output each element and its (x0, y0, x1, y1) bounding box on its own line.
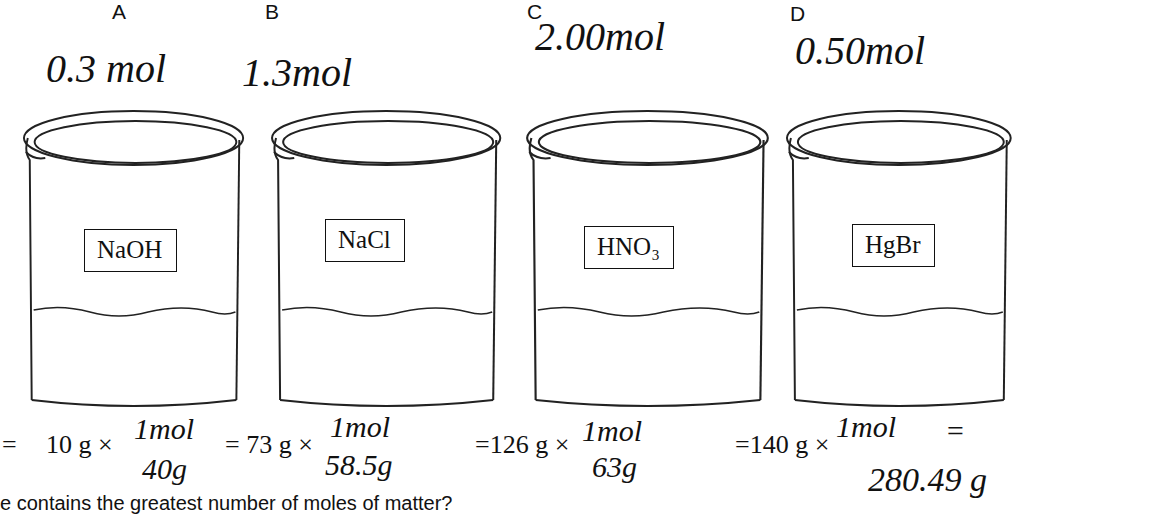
calculation-text: =140 g × (735, 430, 829, 460)
handwritten-note: 40g (142, 452, 187, 487)
formula-label: NaCl (338, 225, 392, 255)
handwritten-note: 0.3 mol (46, 46, 166, 92)
beaker (527, 111, 768, 406)
handwritten-note: 0.50mol (795, 28, 925, 74)
calculation-text: 10 g × (46, 430, 113, 460)
formula-label: NaOH (97, 235, 164, 265)
calculation-text: =126 g × (475, 430, 569, 460)
handwritten-note: 1mol (330, 410, 390, 445)
handwritten-note: 1mol (836, 410, 896, 445)
formula-label: HNO₃ (597, 232, 661, 262)
beaker (272, 111, 500, 406)
beaker (24, 111, 243, 406)
calculation-text: = 73 g × (225, 430, 313, 460)
beaker-letter: A (112, 0, 126, 24)
beaker-letter: D (790, 2, 805, 26)
label-box: NaOH (84, 229, 177, 272)
label-box: HNO₃ (584, 226, 674, 269)
handwritten-note: 58.5g (325, 448, 393, 483)
beaker-letter: B (265, 0, 279, 24)
beaker-letter: e contains the greatest number of moles … (0, 492, 452, 515)
label-box: HgBr (852, 224, 935, 267)
calculation-text: = (2, 430, 17, 460)
label-box: NaCl (325, 219, 405, 262)
handwritten-note: 2.00mol (535, 14, 665, 60)
handwritten-note: 1mol (582, 414, 642, 449)
handwritten-note: 1mol (134, 412, 194, 447)
handwritten-note: 280.49 g (868, 460, 987, 499)
formula-label: HgBr (865, 230, 922, 260)
beaker (787, 111, 1011, 406)
handwritten-note: 63g (592, 450, 637, 485)
handwritten-note: 1.3mol (242, 50, 352, 96)
handwritten-note: = (945, 414, 965, 449)
